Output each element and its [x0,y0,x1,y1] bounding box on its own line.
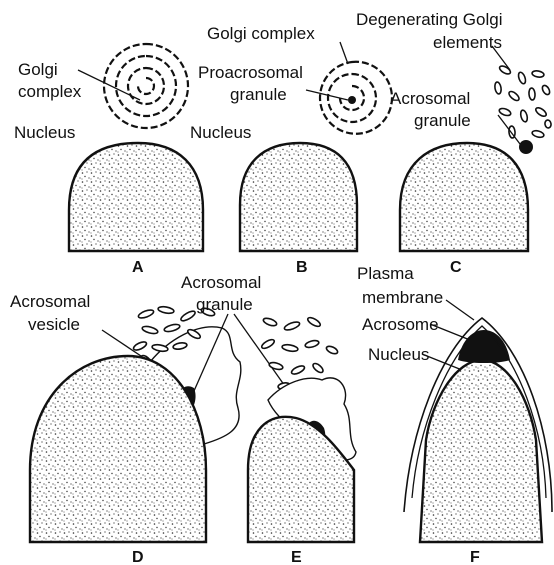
nucleus-d [30,356,206,542]
nucleus-label-f: Nucleus [368,345,429,364]
acrosomal-granule-label-c-line2: granule [414,111,471,130]
nucleus-a [69,143,203,251]
acrosomal-granule-c [519,140,533,154]
panel-label-d: D [132,549,144,565]
proacrosomal-granule-label-line2: granule [230,85,287,104]
leader-plasma-membrane [446,300,474,320]
degenerating-golgi-label-line1: Degenerating Golgi [356,10,502,29]
panel-c: Degenerating Golgi elements Acrosomal gr… [356,10,552,276]
proacrosomal-granule-label-line1: Proacrosomal [198,63,303,82]
leader-golgi-b [340,42,348,64]
panel-label-b: B [296,259,308,276]
degenerating-golgi-label-line2: elements [433,33,502,52]
acrosome [458,330,510,363]
proacrosomal-granule [348,96,356,104]
acrosomal-granule-label-de-line2: granule [196,295,253,314]
leader-acrosomal-granule-c [498,115,520,144]
panel-label-f: F [470,549,480,565]
nucleus-c [400,143,528,251]
panel-b: Golgi complex Proacrosomal granule Nucle… [190,24,392,276]
golgi-complex-b [320,62,392,134]
acrosomal-vesicle-label-line1: Acrosomal [10,292,90,311]
panel-label-a: A [132,259,144,276]
plasma-membrane-label-line1: Plasma [357,264,414,283]
plasma-membrane-label-line2: membrane [362,288,443,307]
panel-a: Golgi complex Nucleus A [14,42,203,276]
panel-label-e: E [291,549,302,565]
golgi-complex-a [102,42,190,130]
nucleus-b [240,143,357,251]
panel-e: E [248,316,356,565]
panel-d: Acrosomal vesicle D [10,292,241,565]
golgi-complex-label-a-line1: Golgi [18,60,58,79]
acrosomal-vesicle-label-line2: vesicle [28,315,80,334]
panel-f: Plasma membrane Acrosome Nucleus F [357,264,552,565]
golgi-complex-label-b: Golgi complex [207,24,315,43]
degenerating-golgi-elements [494,64,552,138]
nucleus-label-a: Nucleus [14,123,75,142]
acrosomal-granule-label-c-line1: Acrosomal [390,89,470,108]
acrosome-label: Acrosome [362,315,439,334]
nucleus-label-b: Nucleus [190,123,251,142]
golgi-complex-label-a-line2: complex [18,82,82,101]
panel-label-c: C [450,259,462,276]
acrosomal-granule-label-de-line1: Acrosomal [181,273,261,292]
nucleus-f [420,360,542,542]
